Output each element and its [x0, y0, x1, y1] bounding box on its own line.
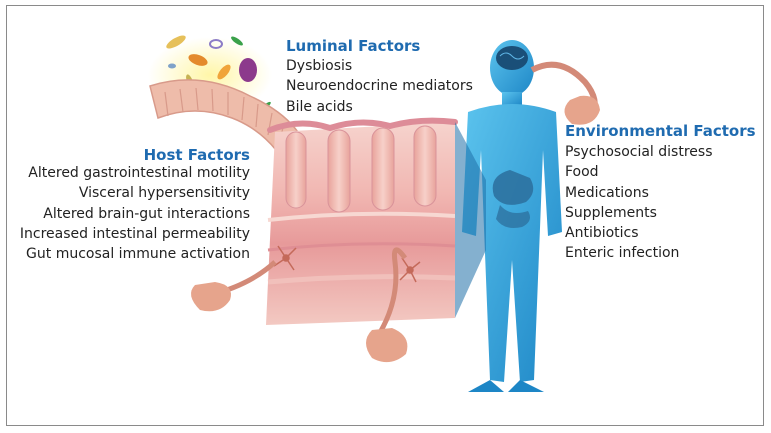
brain-icon	[496, 46, 528, 70]
environmental-factors-heading: Environmental Factors	[565, 122, 756, 140]
environmental-factors-list: Psychosocial distress Food Medications S…	[565, 142, 713, 264]
nerve-icon	[273, 245, 421, 283]
list-item: Altered gastrointestinal motility	[28, 165, 250, 181]
host-factors-list: Altered gastrointestinal motility Viscer…	[20, 163, 250, 264]
tissue-cross-section	[266, 117, 458, 325]
luminal-factors-list: Dysbiosis Neuroendocrine mediators Bile …	[286, 56, 473, 117]
list-item: Food	[565, 164, 599, 181]
list-item: Altered brain-gut interactions	[43, 205, 250, 222]
luminal-factors-heading: Luminal Factors	[286, 37, 421, 55]
list-item: Medications	[565, 184, 649, 201]
list-item: Psychosocial distress	[565, 144, 713, 160]
list-item: Bile acids	[286, 98, 353, 115]
list-item: Dysbiosis	[286, 58, 353, 74]
list-item: Supplements	[565, 204, 657, 221]
list-item: Enteric infection	[565, 245, 680, 262]
list-item: Antibiotics	[565, 225, 639, 242]
list-item: Visceral hypersensitivity	[78, 185, 250, 202]
list-item: Increased intestinal permeability	[19, 225, 250, 242]
list-item: Neuroendocrine mediators	[286, 78, 473, 95]
host-factors-heading: Host Factors	[143, 146, 250, 164]
list-item: Gut mucosal immune activation	[26, 246, 250, 263]
stomach-icon	[492, 170, 534, 228]
